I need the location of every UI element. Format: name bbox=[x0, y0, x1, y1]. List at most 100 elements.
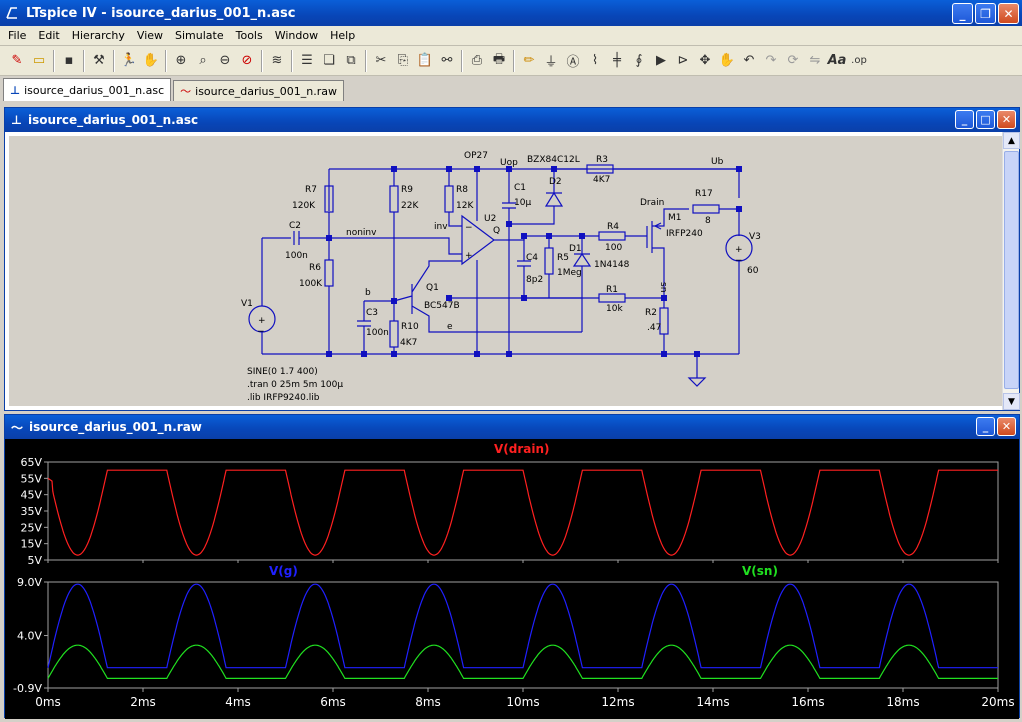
spice-directive-icon[interactable]: .op bbox=[851, 55, 867, 66]
plot-frame bbox=[47, 461, 999, 561]
label-r8: R8 bbox=[456, 185, 468, 195]
redo-icon[interactable]: ↷ bbox=[765, 53, 777, 68]
y-tick-label: 65V bbox=[20, 456, 42, 469]
copy-icon[interactable]: ⎘ bbox=[397, 53, 409, 68]
schematic-window: ⊥ isource_darius_001_n.asc _ □ ✕ bbox=[4, 107, 1020, 411]
move-icon[interactable]: ✥ bbox=[699, 53, 711, 68]
label-r7: R7 bbox=[305, 185, 317, 195]
minimize-button[interactable]: _ bbox=[976, 417, 995, 436]
minimize-button[interactable]: _ bbox=[955, 110, 974, 129]
mirror-icon[interactable]: ⇋ bbox=[809, 53, 821, 68]
trace-g[interactable] bbox=[47, 583, 998, 669]
inductor-icon[interactable]: ∮ bbox=[635, 53, 643, 68]
x-tick-label: 6ms bbox=[320, 695, 346, 709]
component-icon[interactable]: ⊳ bbox=[677, 53, 689, 68]
autorange-icon[interactable]: ≋ bbox=[271, 53, 283, 68]
y-tick-label: 35V bbox=[20, 505, 42, 518]
trace-label-g[interactable]: V(g) bbox=[269, 564, 298, 578]
scroll-down-button[interactable]: ▼ bbox=[1003, 393, 1020, 410]
zoom-out-icon[interactable]: ⊖ bbox=[219, 53, 231, 68]
directive-lib[interactable]: .lib IRFP9240.lib bbox=[247, 393, 320, 403]
pan-icon[interactable]: ⌕ bbox=[199, 53, 207, 68]
restore-button[interactable]: ❐ bbox=[975, 3, 996, 24]
save-icon[interactable]: ▪ bbox=[64, 53, 74, 68]
schematic-drawing: R7 120K C2 100n noninv R6 100K V1 R9 22K… bbox=[241, 151, 761, 403]
run-icon[interactable]: 🏃 bbox=[120, 53, 138, 68]
label-r1: R1 bbox=[606, 285, 618, 295]
menu-view[interactable]: View bbox=[136, 29, 164, 42]
control-panel-icon[interactable]: ⚒ bbox=[93, 53, 105, 68]
scroll-up-button[interactable]: ▲ bbox=[1003, 132, 1020, 149]
trace-label-sn[interactable]: V(sn) bbox=[742, 564, 778, 578]
schematic-body: R7 120K C2 100n noninv R6 100K V1 R9 22K… bbox=[5, 132, 1020, 410]
label-r9: R9 bbox=[401, 185, 413, 195]
menu-window[interactable]: Window bbox=[274, 29, 319, 42]
find-icon[interactable]: ⚯ bbox=[441, 53, 453, 68]
close-button[interactable]: ✕ bbox=[997, 417, 1016, 436]
svg-text:−: − bbox=[257, 327, 265, 337]
x-tick-label: 0ms bbox=[35, 695, 61, 709]
tab-schematic[interactable]: ⊥ isource_darius_001_n.asc bbox=[3, 78, 172, 101]
close-button[interactable]: ✕ bbox=[997, 110, 1016, 129]
close-all-icon[interactable]: ⧉ bbox=[346, 53, 356, 68]
menu-simulate[interactable]: Simulate bbox=[175, 29, 224, 42]
svg-text:+: + bbox=[258, 316, 266, 326]
toolbar-separator bbox=[261, 49, 263, 72]
label-q1-value: BC547B bbox=[424, 301, 460, 311]
rotate-icon[interactable]: ⟳ bbox=[787, 53, 799, 68]
label-v1: V1 bbox=[241, 299, 253, 309]
diode-icon[interactable]: ▶ bbox=[656, 53, 666, 68]
schematic-icon: ⊥ bbox=[10, 83, 21, 97]
tile-horizontal-icon[interactable]: ☰ bbox=[301, 53, 313, 68]
capacitor-icon[interactable]: ╪ bbox=[613, 53, 621, 68]
x-tick-label: 18ms bbox=[886, 695, 919, 709]
label-icon[interactable]: Ⓐ bbox=[566, 55, 580, 70]
draw-wire-icon[interactable]: ✏ bbox=[523, 53, 535, 68]
minimize-button[interactable]: _ bbox=[952, 3, 973, 24]
y-tick-label: 4.0V bbox=[17, 630, 42, 643]
undo-icon[interactable]: ↶ bbox=[743, 53, 755, 68]
menu-file[interactable]: File bbox=[8, 29, 27, 42]
svg-text:+: + bbox=[465, 251, 473, 261]
y-tick-label: 9.0V bbox=[17, 576, 42, 589]
schematic-scrollbar[interactable]: ▲ ▼ bbox=[1002, 132, 1020, 410]
toolbar-separator bbox=[83, 49, 85, 72]
text-icon[interactable]: Aa bbox=[827, 53, 847, 68]
label-b: b bbox=[365, 288, 371, 298]
directive-sine[interactable]: SINE(0 1.7 400) bbox=[247, 367, 318, 377]
zoom-in-icon[interactable]: ⊕ bbox=[175, 53, 187, 68]
maximize-button[interactable]: □ bbox=[976, 110, 995, 129]
print-icon[interactable]: 🖶 bbox=[492, 51, 506, 67]
trace-sn[interactable] bbox=[47, 644, 998, 679]
halt-icon[interactable]: ✋ bbox=[142, 53, 160, 68]
menu-help[interactable]: Help bbox=[330, 29, 356, 42]
menu-hierarchy[interactable]: Hierarchy bbox=[71, 29, 125, 42]
close-button[interactable]: ✕ bbox=[998, 3, 1019, 24]
waveform-icon: 〜 bbox=[180, 85, 192, 98]
label-drain: Drain bbox=[640, 198, 664, 208]
zoom-cancel-icon[interactable]: ⊘ bbox=[241, 53, 253, 68]
new-schematic-icon[interactable]: ✎ bbox=[11, 53, 23, 68]
label-r17: R17 bbox=[695, 189, 713, 199]
svg-text:−: − bbox=[465, 223, 473, 233]
resistor-icon[interactable]: ⌇ bbox=[591, 53, 599, 68]
tab-waveform[interactable]: 〜 isource_darius_001_n.raw bbox=[173, 80, 344, 101]
menu-edit[interactable]: Edit bbox=[38, 29, 60, 42]
paste-icon[interactable]: 📋 bbox=[416, 53, 434, 68]
label-r8-value: 12K bbox=[456, 201, 474, 211]
directive-tran[interactable]: .tran 0 25m 5m 100µ bbox=[247, 380, 343, 390]
cascade-icon[interactable]: ❏ bbox=[323, 53, 335, 68]
cut-icon[interactable]: ✂ bbox=[375, 53, 387, 68]
print-setup-icon[interactable]: ⎙ bbox=[471, 53, 483, 68]
schematic-canvas[interactable]: R7 120K C2 100n noninv R6 100K V1 R9 22K… bbox=[9, 136, 1002, 406]
menu-tools[interactable]: Tools bbox=[235, 29, 263, 42]
app-title: LTspice IV - isource_darius_001_n.asc bbox=[26, 5, 296, 21]
ground-icon[interactable]: ⏚ bbox=[544, 55, 558, 70]
trace-drain[interactable] bbox=[47, 469, 998, 556]
trace-label-drain[interactable]: V(drain) bbox=[494, 442, 550, 456]
open-icon[interactable]: ▭ bbox=[32, 53, 46, 68]
scroll-thumb[interactable] bbox=[1004, 151, 1019, 389]
x-tick-label: 14ms bbox=[696, 695, 729, 709]
drag-icon[interactable]: ✋ bbox=[718, 53, 736, 68]
